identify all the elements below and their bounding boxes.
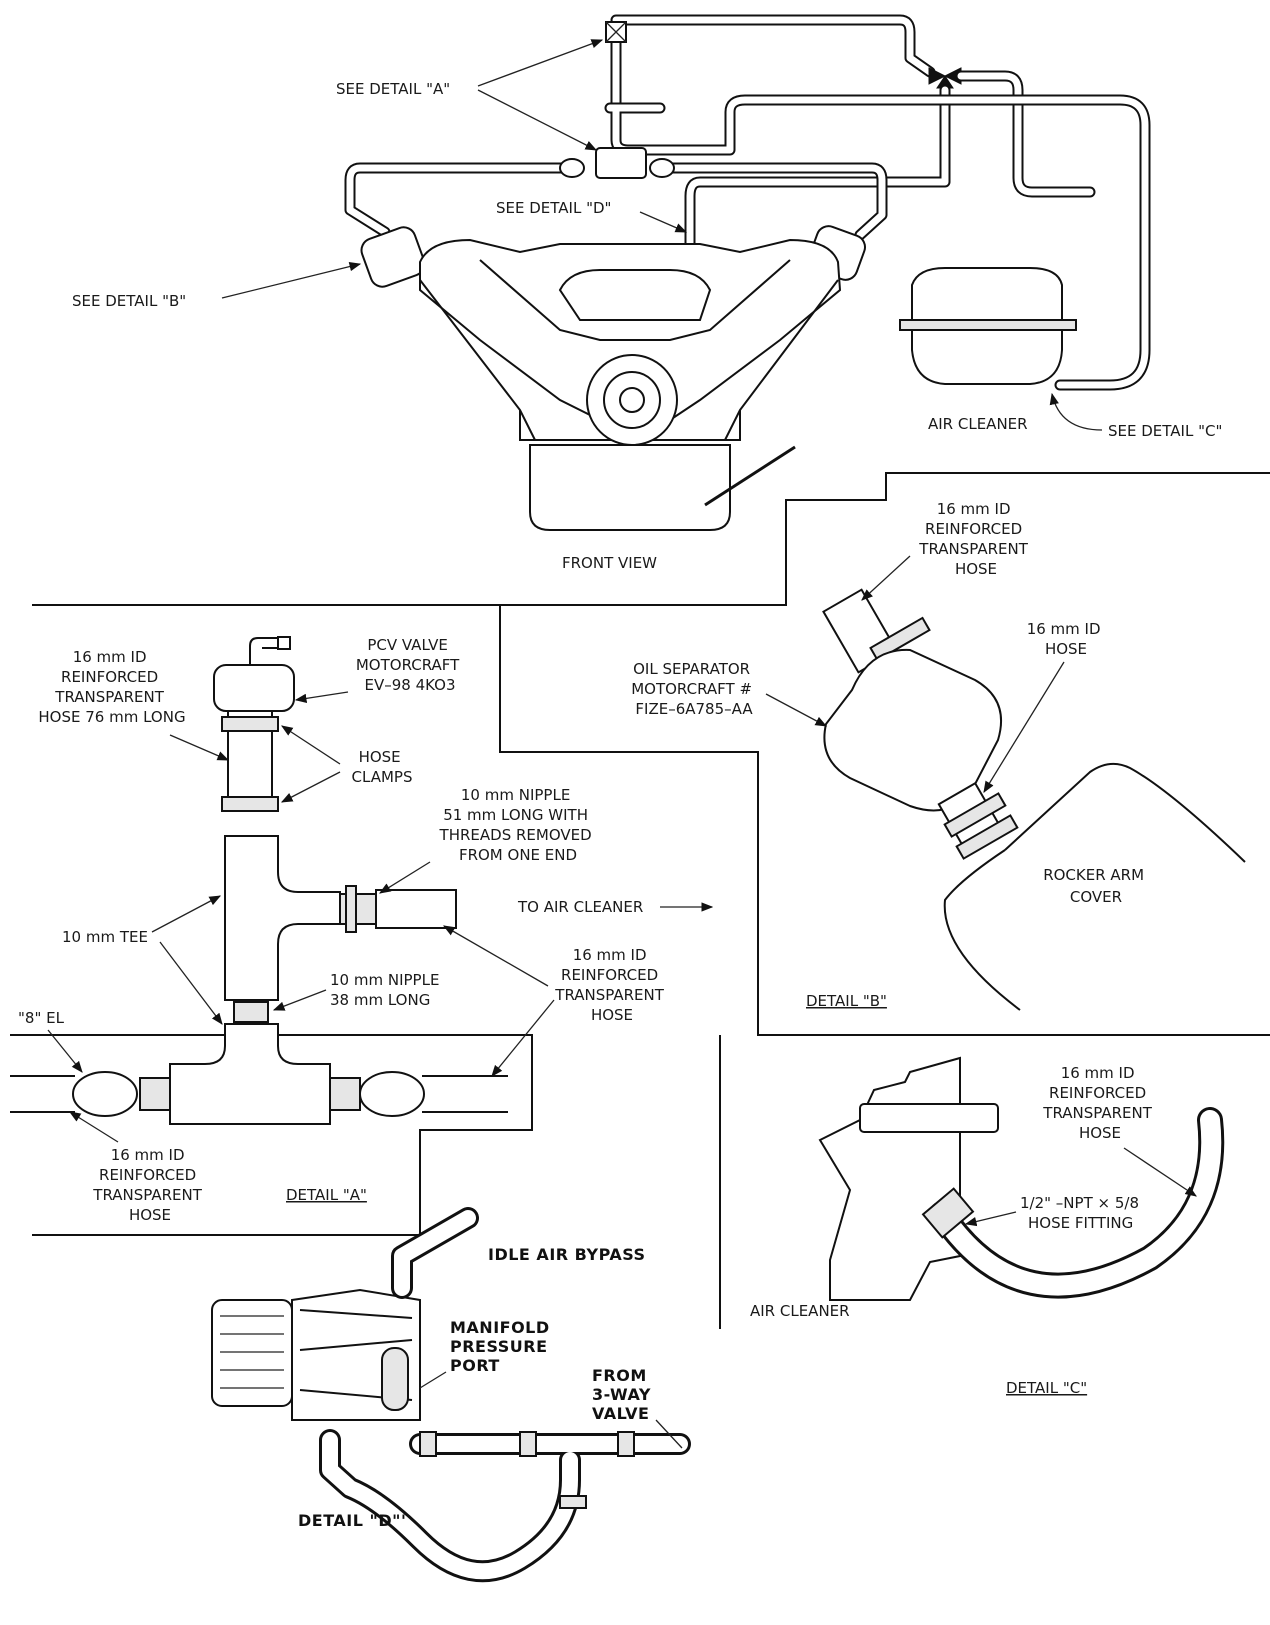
nipple-38-label: 10 mm NIPPLE 38 mm LONG [330,971,444,1009]
see-detail-a-label: SEE DETAIL "A" [336,80,450,98]
detail-a-drawing [10,636,508,1125]
from-valve-label: FROM 3-WAY VALVE [592,1366,657,1423]
el-fitting-right [359,1071,425,1117]
nipple-51-label: 10 mm NIPPLE 51 mm LONG WITH THREADS REM… [439,786,597,864]
see-detail-b-label: SEE DETAIL "B" [72,292,186,310]
oil-separator-label: OIL SEPARATOR MOTORCRAFT # FIZE–6A785–AA [631,660,757,718]
air-cleaner-label: AIR CLEANER [928,415,1028,433]
el-label: "8" EL [18,1009,65,1027]
fitting-label: 1/2" –NPT × 5/8 HOSE FITTING [1020,1194,1144,1232]
detail-d-drawing [211,1207,691,1583]
detail-a-title: DETAIL "A" [286,1186,367,1204]
el-fitting-left [72,1071,138,1117]
air-cleaner-c-label: AIR CLEANER [750,1302,850,1320]
rocker-arm-label: ROCKER ARM COVER [1043,866,1149,906]
front-view-label: FRONT VIEW [562,554,657,572]
see-detail-d-label: SEE DETAIL "D" [496,199,611,217]
air-cleaner-body [818,1056,961,1301]
hose-c-label: 16 mm ID REINFORCED TRANSPARENT HOSE [1042,1064,1156,1142]
hose-right-label: 16 mm ID REINFORCED TRANSPARENT HOSE [554,946,668,1024]
tee-fitting-lower [169,1023,331,1125]
tee-fitting-upper [224,835,341,1001]
oil-separator-left [360,226,426,288]
hose-76-label: 16 mm ID REINFORCED TRANSPARENT HOSE 76 … [38,648,185,726]
detail-a-labels: 16 mm ID REINFORCED TRANSPARENT HOSE 76 … [18,636,714,1224]
pcv-valve-label: PCV VALVE MOTORCRAFT EV–98 4KO3 [356,636,464,694]
see-detail-c-label: SEE DETAIL "C" [1108,422,1222,440]
engine-block [419,238,842,421]
front-view-labels: SEE DETAIL "A" SEE DETAIL "D" SEE DETAIL… [72,39,1222,572]
pcv-valve [213,664,295,712]
oil-pan [529,444,731,531]
idle-air-bypass-label: IDLE AIR BYPASS [488,1245,646,1264]
hose-top-label: 16 mm ID REINFORCED TRANSPARENT HOSE [918,500,1032,578]
front-view-drawing [344,14,1151,531]
detail-d-labels: IDLE AIR BYPASS MANIFOLD PRESSURE PORT F… [298,1245,683,1530]
detail-c-drawing [818,1056,1225,1301]
to-air-cleaner-label: TO AIR CLEANER [517,898,643,916]
manifold-label: MANIFOLD PRESSURE PORT [450,1318,556,1375]
hose-16-label: 16 mm ID HOSE [1027,620,1106,658]
hose-clamps-label: HOSE CLAMPS [352,748,413,786]
detail-b-title: DETAIL "B" [806,992,887,1010]
hose-bottom-label: 16 mm ID REINFORCED TRANSPARENT HOSE [92,1146,206,1224]
panel-dividers [10,472,1270,1329]
detail-c-title: DETAIL "C" [1006,1379,1087,1397]
detail-d-title: DETAIL "D"' [298,1511,406,1530]
detail-b-drawing [822,588,1246,1011]
detail-b-labels: 16 mm ID REINFORCED TRANSPARENT HOSE 16 … [631,500,1149,1010]
tee-label: 10 mm TEE [62,928,148,946]
detail-c-labels: 16 mm ID REINFORCED TRANSPARENT HOSE 1/2… [750,1064,1197,1397]
